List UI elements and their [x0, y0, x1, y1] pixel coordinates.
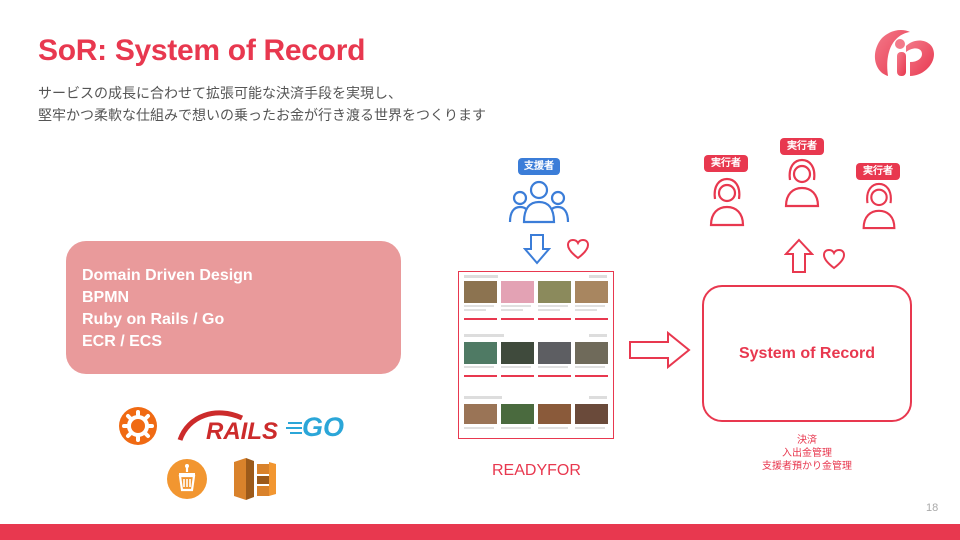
heart-icon — [822, 248, 846, 270]
person-icon — [784, 158, 820, 208]
person-icon — [862, 182, 896, 230]
rails-logo: RAILS — [176, 404, 278, 446]
page-number: 18 — [926, 502, 939, 514]
arrow-up-icon — [784, 238, 814, 273]
screenshot-thumbnail — [464, 275, 608, 429]
subtitle-line: サービスの成長に合わせて拡張可能な決済手段を実現し、 — [38, 86, 402, 102]
executor-tag: 実行者 — [704, 155, 748, 172]
tech-item: Domain Driven Design — [82, 267, 253, 284]
sor-note: 決済 — [797, 435, 817, 446]
tech-item: Ruby on Rails / Go — [82, 311, 225, 328]
sor-note: 入出金管理 — [782, 448, 832, 459]
subtitle-line: 堅牢かつ柔軟な仕組みで想いの乗ったお金が行き渡る世界をつくります — [38, 108, 486, 124]
supporter-tag: 支援者 — [518, 158, 560, 175]
arrow-right-icon — [629, 330, 691, 370]
heart-icon — [566, 238, 590, 260]
sor-notes: 決済 入出金管理 支援者預かり金管理 — [740, 434, 874, 473]
executor-tag: 実行者 — [780, 138, 824, 155]
arrow-down-icon — [523, 234, 551, 265]
tech-item: BPMN — [82, 289, 130, 306]
bpmn-gear-icon — [119, 407, 157, 445]
slide-title: SoR: System of Record — [38, 34, 366, 67]
tech-item: ECR / ECS — [82, 333, 163, 350]
go-logo: GO — [286, 412, 345, 442]
tech-stack-box: Domain Driven Design BPMN Ruby on Rails … — [66, 241, 401, 374]
readyfor-screenshot — [458, 271, 614, 439]
sor-box: System of Record — [702, 285, 912, 422]
logo-icon — [874, 30, 934, 76]
ecr-icon — [167, 459, 207, 499]
footer-bar — [0, 524, 960, 540]
service-label: READYFOR — [492, 462, 581, 479]
person-icon — [709, 177, 745, 227]
sor-label: System of Record — [738, 345, 876, 362]
ecs-icon — [234, 458, 276, 500]
sor-note: 支援者預かり金管理 — [762, 461, 852, 472]
people-group-icon — [508, 180, 570, 224]
slide-subtitle: サービスの成長に合わせて拡張可能な決済手段を実現し、 堅牢かつ柔軟な仕組みで想い… — [38, 83, 486, 127]
executor-tag: 実行者 — [856, 163, 900, 180]
